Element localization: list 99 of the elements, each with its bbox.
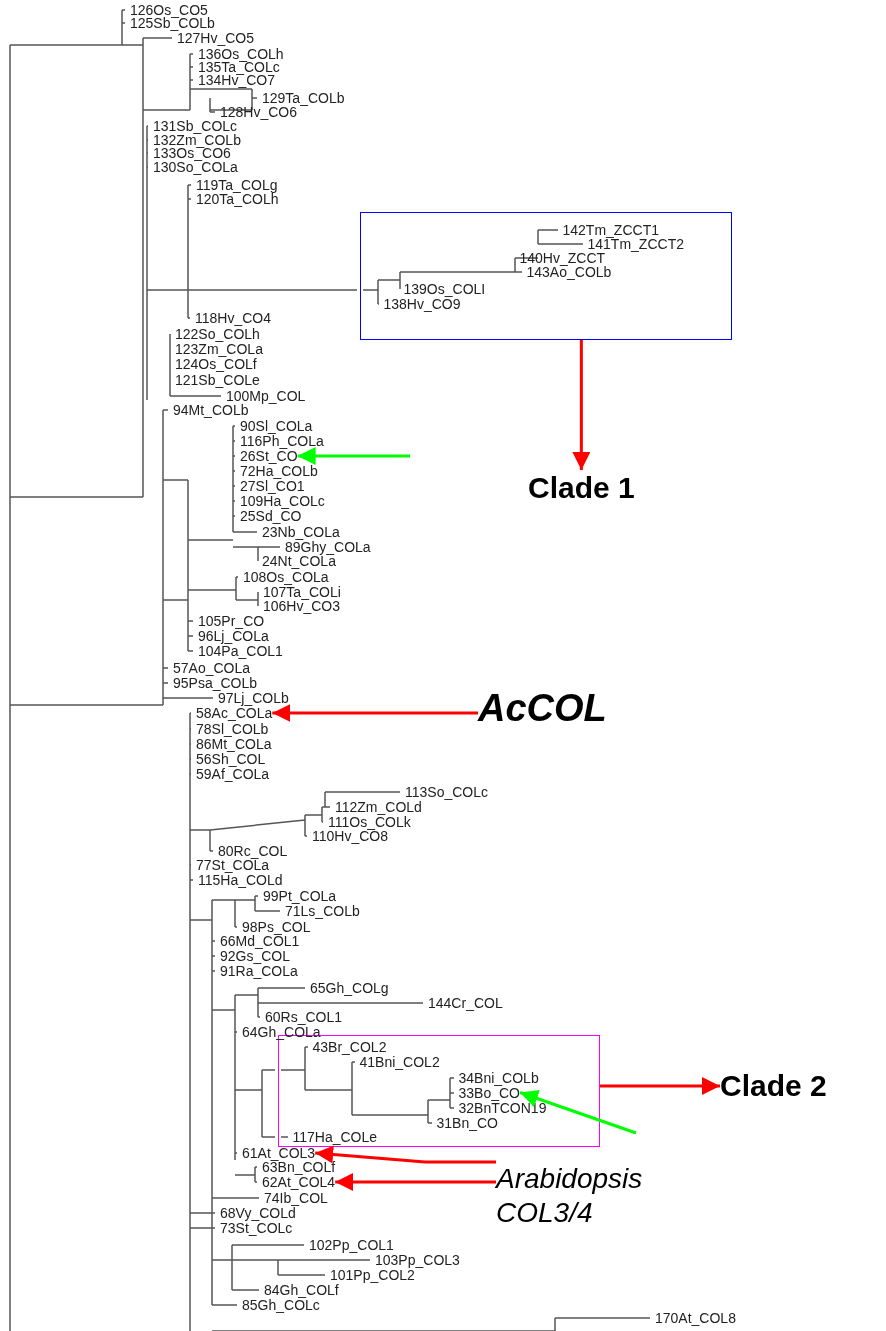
taxon-label: 64Gh_COLa <box>242 1025 321 1039</box>
taxon-label: 122So_COLh <box>175 327 260 341</box>
taxon-label: 129Ta_COLb <box>262 91 345 105</box>
taxon-label: 113So_COLc <box>405 785 488 799</box>
taxon-label: 134Hv_CO7 <box>198 73 276 87</box>
taxon-label: 132Zm_COLb <box>153 133 241 147</box>
taxon-label: 27Sl_CO1 <box>240 479 305 493</box>
taxon-label: 61At_COL3 <box>242 1146 316 1160</box>
taxon-label: 57Ao_COLa <box>173 661 251 675</box>
taxon-label: 108Os_COLa <box>243 570 329 584</box>
taxon-label: 96Lj_COLa <box>198 629 269 643</box>
taxon-label: 24Nt_COLa <box>262 554 336 568</box>
taxon-label: 23Nb_COLa <box>262 525 340 539</box>
taxon-label: 106Hv_CO3 <box>263 599 341 613</box>
taxon-label: 74Ib_COL <box>264 1191 328 1205</box>
taxon-label: 71Ls_COLb <box>285 904 360 918</box>
taxon-label: 105Pr_CO <box>198 614 265 628</box>
taxon-label: 111Os_COLk <box>328 815 411 829</box>
annotation-label: Clade 2 <box>720 1068 827 1104</box>
taxon-label: 140Hv_ZCCT <box>519 250 606 265</box>
taxon-label: 86Mt_COLa <box>196 737 272 751</box>
taxon-label: 133Os_CO6 <box>153 146 231 160</box>
taxon-label: 56Sh_COL <box>196 752 266 766</box>
taxon-label: 144Cr_COL <box>428 996 503 1010</box>
taxon-label: 109Ha_COLc <box>240 494 325 508</box>
taxon-label: 103Pp_COL3 <box>375 1253 460 1267</box>
arrow <box>600 1077 720 1095</box>
arrow <box>272 704 478 722</box>
taxon-label: 97Lj_COLb <box>218 691 289 705</box>
clade-box <box>360 212 732 340</box>
taxon-label: 101Pp_COL2 <box>330 1268 415 1282</box>
taxon-label: 123Zm_COLa <box>175 342 263 356</box>
taxon-label: 59Af_COLa <box>196 767 270 781</box>
taxon-label: 100Mp_COL <box>226 389 306 403</box>
taxon-label: 66Md_COL1 <box>220 934 300 948</box>
arrow <box>572 340 591 470</box>
taxon-label: 117Ha_COLe <box>292 1129 378 1144</box>
taxon-label: 25Sd_CO <box>240 509 302 523</box>
taxon-label: 139Os_COLI <box>403 281 486 296</box>
taxon-label: 31Bn_CO <box>436 1115 498 1130</box>
taxon-label: 119Ta_COLg <box>196 178 278 192</box>
taxon-label: 34Bni_COLb <box>458 1070 539 1085</box>
taxon-label: 130So_COLa <box>153 160 238 174</box>
taxon-label: 142Tm_ZCCT1 <box>562 222 659 237</box>
taxon-label: 63Bn_COLf <box>262 1160 336 1174</box>
arrow <box>315 1145 496 1164</box>
taxon-label: 102Pp_COL1 <box>309 1238 394 1252</box>
taxon-label: 115Ha_COLd <box>198 873 283 887</box>
taxon-label: 85Gh_COLc <box>242 1298 320 1312</box>
taxon-label: 99Pt_COLa <box>263 889 337 903</box>
taxon-label: 136Os_COLh <box>198 47 284 61</box>
taxon-label: 98Ps_COL <box>242 920 311 934</box>
taxon-label: 77St_COLa <box>196 858 270 872</box>
taxon-label: 116Ph_COLa <box>240 434 324 448</box>
taxon-label: 104Pa_COL1 <box>198 644 283 658</box>
taxon-label: 41Bni_COL2 <box>359 1054 440 1069</box>
arrow <box>297 447 410 465</box>
taxon-label: 95Psa_COLb <box>173 676 258 690</box>
taxon-label: 121Sb_COLe <box>175 373 260 387</box>
taxon-label: 91Ra_COLa <box>220 964 298 978</box>
arrow <box>335 1173 496 1191</box>
taxon-label: 127Hv_CO5 <box>177 31 255 45</box>
taxon-label: 58Ac_COLa <box>196 706 273 720</box>
annotation-label: AcCOL <box>478 686 607 732</box>
taxon-label: 78Sl_COLb <box>196 722 269 736</box>
taxon-label: 143Ao_COLb <box>526 264 612 279</box>
taxon-label: 73St_COLc <box>220 1221 293 1235</box>
taxon-label: 33Bo_CO <box>458 1085 520 1100</box>
taxon-label: 26St_CO <box>240 449 298 463</box>
taxon-label: 135Ta_COLc <box>198 60 280 74</box>
taxon-label: 107Ta_COLi <box>263 585 341 599</box>
taxon-label: 62At_COL4 <box>262 1175 336 1189</box>
taxon-label: 120Ta_COLh <box>196 192 279 206</box>
annotation-label: Clade 1 <box>528 470 635 506</box>
taxon-label: 131Sb_COLc <box>153 119 238 133</box>
taxon-label: 112Zm_COLd <box>335 800 422 814</box>
taxon-label: 60Rs_COL1 <box>265 1010 343 1024</box>
taxon-label: 124Os_COLf <box>175 357 257 371</box>
taxon-label: 89Ghy_COLa <box>285 540 371 554</box>
taxon-label: 32BnTCON19 <box>458 1100 547 1115</box>
taxon-label: 68Vy_COLd <box>220 1206 296 1220</box>
annotation-label: Arabidopsis COL3/4 <box>496 1162 696 1230</box>
taxon-label: 118Hv_CO4 <box>195 311 271 325</box>
taxon-label: 128Hv_CO6 <box>220 105 298 119</box>
taxon-label: 110Hv_CO8 <box>312 829 388 843</box>
taxon-label: 94Mt_COLb <box>173 403 249 417</box>
taxon-label: 43Br_COL2 <box>312 1039 387 1054</box>
taxon-label: 65Gh_COLg <box>310 981 389 995</box>
taxon-label: 170At_COL8 <box>655 1311 736 1325</box>
taxon-label: 84Gh_COLf <box>264 1283 339 1297</box>
arrow <box>519 1089 637 1135</box>
taxon-label: 126Os_CO5 <box>130 3 208 17</box>
taxon-label: 72Ha_COLb <box>240 464 318 478</box>
taxon-label: 141Tm_ZCCT2 <box>587 236 684 251</box>
taxon-label: 80Rc_COL <box>218 844 288 858</box>
taxon-label: 90Sl_COLa <box>240 419 313 433</box>
taxon-label: 125Sb_COLb <box>130 16 215 30</box>
taxon-label: 138Hv_CO9 <box>383 296 461 311</box>
taxon-label: 92Gs_COL <box>220 949 291 963</box>
